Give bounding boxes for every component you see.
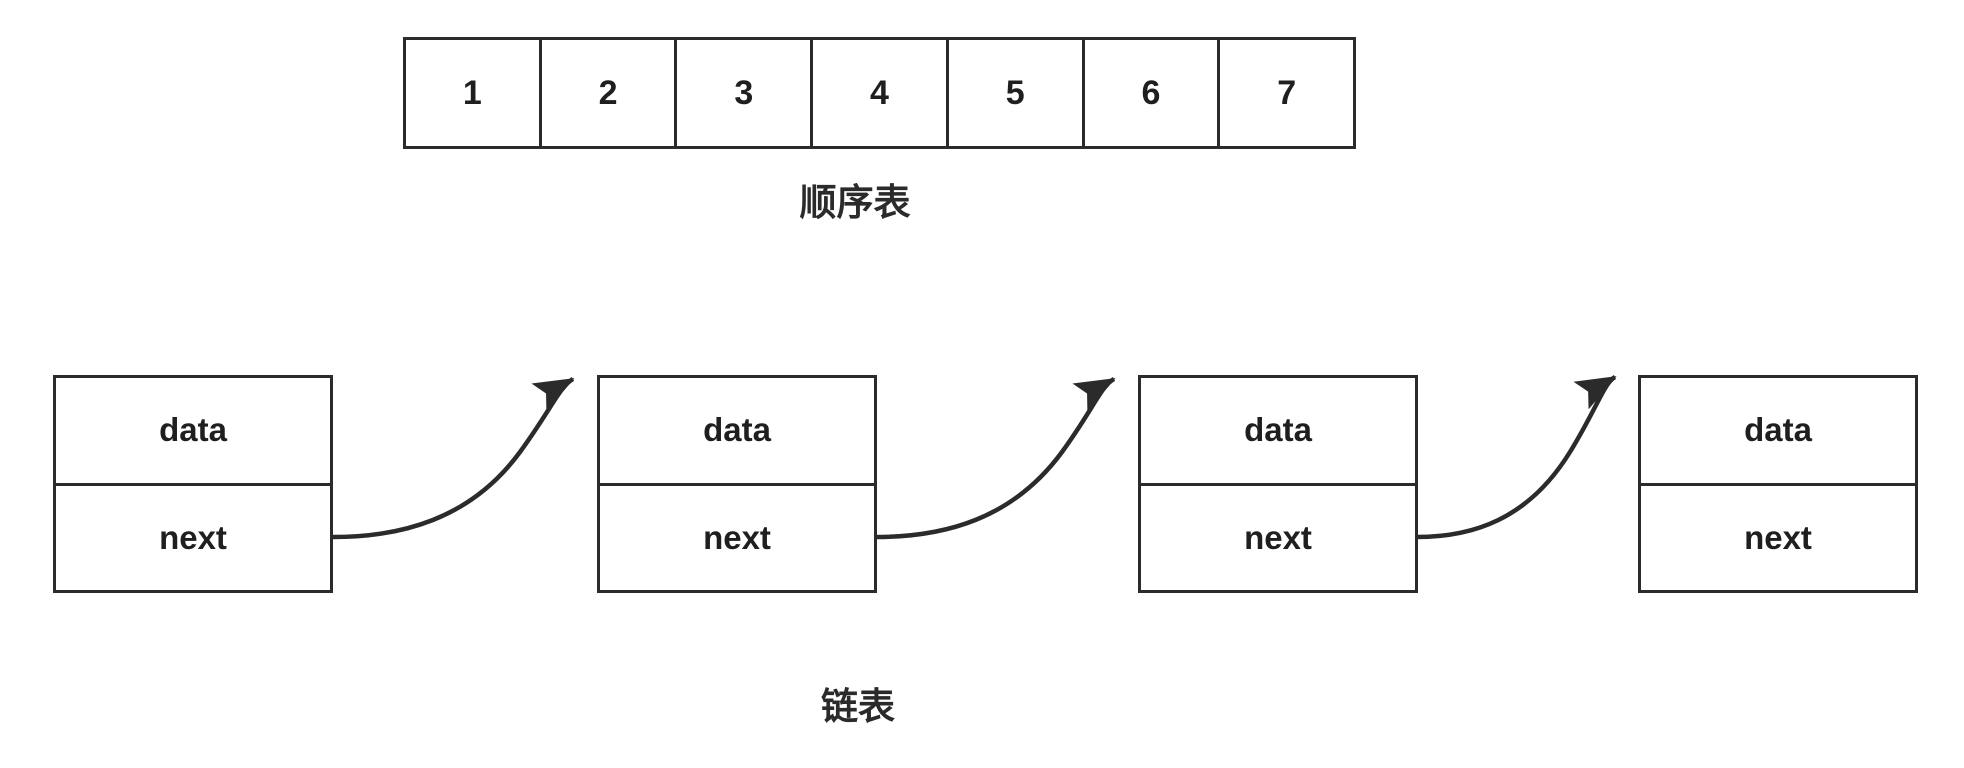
linked-list-node: data next bbox=[1638, 375, 1918, 593]
array-cell: 5 bbox=[949, 40, 1085, 146]
array-cell: 3 bbox=[677, 40, 814, 146]
array-cell: 6 bbox=[1085, 40, 1221, 146]
array-cell: 7 bbox=[1277, 73, 1297, 112]
linked-list-node: data next bbox=[53, 375, 333, 593]
array-cell: 4 bbox=[813, 40, 949, 146]
node-next-field: next bbox=[1244, 518, 1312, 556]
pointer-arrow-node3-node4 bbox=[1416, 375, 1617, 540]
node-data-field: data bbox=[1641, 378, 1915, 486]
node-data-field: data bbox=[56, 378, 330, 486]
pointer-arrow-node2-node3 bbox=[875, 377, 1116, 540]
node-next-field: next bbox=[703, 518, 771, 556]
sequential-list-array: 1 2 3 4 5 6 7 bbox=[403, 37, 1356, 149]
node-data-field: data bbox=[600, 378, 874, 486]
linked-list-node: data next bbox=[1138, 375, 1418, 593]
array-cell: 1 bbox=[406, 40, 542, 146]
node-next-field: next bbox=[159, 518, 227, 556]
pointer-arrow-node1-node2 bbox=[332, 377, 575, 540]
node-data-field: data bbox=[1141, 378, 1415, 486]
sequential-list-caption: 顺序表 bbox=[799, 181, 911, 224]
node-next-field: next bbox=[1744, 518, 1812, 556]
linked-list-node: data next bbox=[597, 375, 877, 593]
linked-list-caption: 链表 bbox=[821, 685, 895, 728]
array-cell: 2 bbox=[542, 40, 678, 146]
